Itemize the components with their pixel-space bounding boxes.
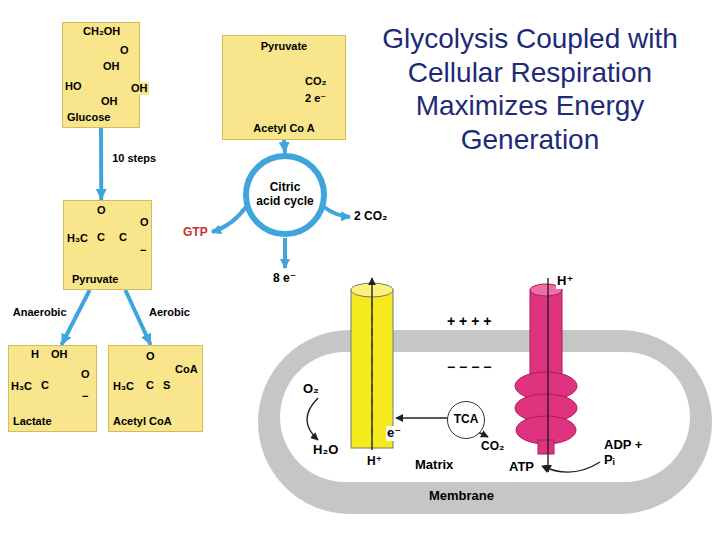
atom-label: CH₂OH — [82, 25, 121, 38]
title: Glycolysis Coupled with Cellular Respira… — [375, 22, 685, 156]
atom-label: O — [119, 44, 130, 57]
membrane-arrows — [307, 398, 318, 440]
atom-label: C — [145, 379, 155, 392]
membrane-arrows — [307, 278, 600, 472]
atom-label: O — [145, 350, 156, 363]
edge-label: 10 steps — [111, 152, 157, 165]
atom-label: OH — [50, 348, 69, 361]
atom-label: − — [81, 390, 89, 403]
membrane-label: ADP + Pᵢ — [603, 438, 651, 468]
atp-synthase — [538, 440, 554, 454]
membrane-arrows — [371, 278, 372, 450]
membrane-label: e⁻ — [386, 426, 402, 441]
membrane-arrows — [396, 417, 448, 418]
membrane-band — [258, 330, 712, 514]
node-text: Acetyl Co A — [223, 122, 345, 135]
membrane-band — [258, 330, 712, 514]
atom-label: H₃C — [112, 380, 135, 393]
node-text: Lactate — [13, 415, 52, 428]
atp-synthase — [515, 284, 577, 454]
cycle-arrows — [212, 207, 246, 232]
membrane-arrows — [547, 278, 548, 472]
atom-label: C — [96, 231, 106, 244]
atom-label: O — [80, 368, 91, 381]
membrane-band — [280, 352, 690, 482]
node-text: 2 e⁻ — [305, 92, 326, 105]
reaction-box: PyruvateCO₂ 2 e⁻ Acetyl Co A — [222, 35, 346, 140]
atom-label: − — [139, 244, 147, 257]
node-text: Pyruvate — [223, 40, 345, 53]
cycle-circle: Citric acid cycle — [243, 153, 327, 237]
atom-label: C — [118, 231, 128, 244]
product-label: 8 e⁻ — [272, 272, 297, 286]
atom-label: C — [40, 379, 50, 392]
membrane-label: Membrane — [428, 489, 495, 504]
membrane-label: H⁺ — [556, 274, 574, 289]
atom-label: OH — [102, 60, 121, 73]
edge-label: Anaerobic — [12, 306, 68, 319]
cycle-arrows — [283, 238, 287, 268]
membrane-label: Matrix — [414, 458, 454, 473]
atp-synthase — [530, 290, 562, 380]
product-label: 2 CO₂ — [353, 210, 388, 224]
node-text: Glucose — [67, 111, 110, 124]
membrane-label: ATP — [508, 460, 535, 475]
membrane-label: O₂ — [302, 382, 320, 397]
cycle-circle: TCA — [447, 401, 485, 439]
atom-label: OH — [130, 82, 149, 95]
membrane-label: H⁺ — [366, 455, 383, 469]
membrane-label: CO₂ — [480, 440, 505, 454]
cycle-arrows — [324, 207, 350, 217]
atom-label: H₃C — [66, 232, 89, 245]
product-label: GTP — [182, 226, 209, 240]
flow-arrow — [125, 290, 150, 345]
atom-label: O — [96, 204, 107, 217]
membrane-label: H₂O — [312, 443, 339, 458]
flow-arrow — [284, 140, 285, 153]
atom-label: OH — [100, 95, 119, 108]
node-text: TCA — [454, 413, 479, 427]
atom-label: CoA — [174, 363, 199, 376]
atom-label: H₃C — [10, 380, 33, 393]
atom-label: O — [139, 216, 150, 229]
membrane-label: − − − − — [446, 359, 492, 375]
node-text: Citric acid cycle — [256, 181, 314, 209]
flow-arrow — [99, 128, 103, 200]
molecule-box: Glucose — [62, 22, 140, 128]
node-text: Acetyl CoA — [113, 415, 172, 428]
node-text: CO₂ — [305, 75, 326, 88]
edge-label: Aerobic — [148, 306, 191, 319]
atom-label: H — [30, 348, 40, 361]
membrane-label: + + + + — [446, 313, 492, 329]
node-text: Pyruvate — [72, 273, 118, 286]
atom-label: HO — [64, 80, 83, 93]
membrane-arrows — [542, 462, 600, 472]
atom-label: S — [162, 379, 171, 392]
